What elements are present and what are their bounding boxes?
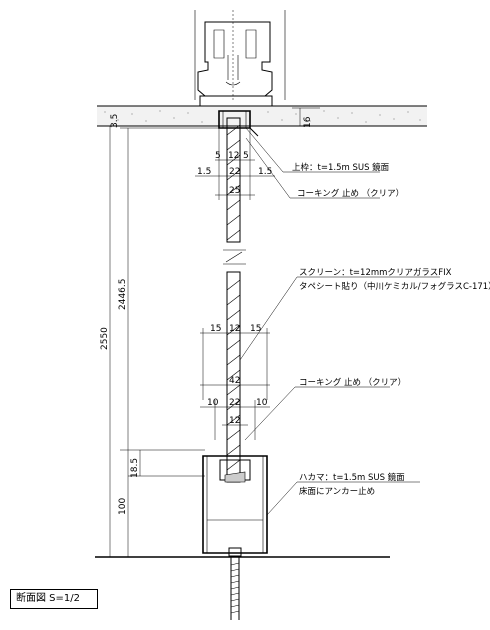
- dim-screen-height: 2446.5: [118, 279, 128, 311]
- left-dimensions: 3.5 2550 2446.5 18.5 100: [100, 114, 220, 557]
- dim-bot-12: 12: [229, 416, 240, 426]
- glass-screen: [223, 117, 246, 483]
- dim-top-25: 25: [229, 186, 240, 196]
- dim-bottom-offset: 18.5: [130, 458, 140, 478]
- dim-mid-42: 42: [229, 376, 240, 386]
- ceiling-gap-dim: 16: [292, 107, 320, 128]
- dim-mid-15b: 15: [250, 324, 261, 334]
- note-hakama-2: 床面にアンカー止め: [299, 486, 375, 497]
- note-caulking-bottom: コーキング 止め （クリア）: [299, 377, 406, 388]
- dim-total-height: 2550: [100, 327, 110, 350]
- dim-bot-22: 22: [229, 398, 240, 408]
- annotations: 上枠：t=1.5m SUS 鏡面 コーキング 止め （クリア） スクリーン：t=…: [292, 162, 490, 497]
- dim-top-1-5a: 1.5: [197, 167, 211, 177]
- leader-lines: [239, 127, 440, 516]
- dim-mid-15a: 15: [210, 324, 221, 334]
- ceiling-extrusion: [194, 10, 286, 107]
- hakama-base: [202, 455, 268, 554]
- bottom-dims: 10 22 10 12: [200, 398, 270, 440]
- note-caulking-top: コーキング 止め （クリア）: [297, 188, 404, 199]
- note-top-frame: 上枠：t=1.5m SUS 鏡面: [292, 162, 390, 173]
- dim-top-1-5b: 1.5: [258, 167, 272, 177]
- dim-bot-10b: 10: [256, 398, 268, 408]
- dim-top-22: 22: [229, 167, 240, 177]
- drawing-title: 断面図 S=1/2: [10, 589, 98, 609]
- dim-bot-10a: 10: [207, 398, 219, 408]
- dim-ceiling-gap: 16: [303, 116, 313, 128]
- note-screen-2: タペシート貼り（中川ケミカル/フォグラスC-171）: [299, 281, 490, 292]
- dim-top-5a: 5: [215, 151, 221, 161]
- dim-top-12: 12: [228, 151, 239, 161]
- top-frame-dims: 5 12 5 1.5 22 1.5 25: [195, 128, 275, 200]
- dim-top-5b: 5: [243, 151, 249, 161]
- note-screen-1: スクリーン：t=12mmクリアガラスFIX: [299, 267, 452, 278]
- dim-bottom-base: 100: [118, 498, 128, 515]
- ceiling-slab: [97, 105, 427, 127]
- dim-mid-12: 12: [229, 324, 240, 334]
- dim-top-clearance: 3.5: [110, 114, 120, 128]
- note-hakama-1: ハカマ：t=1.5m SUS 鏡面: [299, 472, 405, 483]
- floor-anchor: [95, 547, 390, 620]
